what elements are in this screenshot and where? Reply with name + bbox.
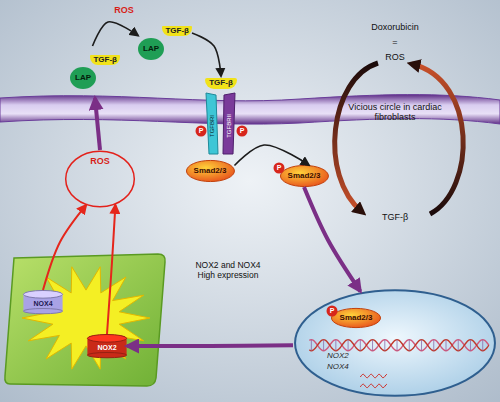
latent-tgfb-complex: TGF-βLAP <box>70 46 120 98</box>
phospho-mark: P <box>274 163 285 174</box>
dna-rung <box>348 340 349 351</box>
smad-protein: Smad2/3 <box>280 165 329 187</box>
cylinder-base <box>87 352 126 357</box>
phospho-mark: P <box>196 126 207 137</box>
cycle-term: ROS <box>385 52 405 62</box>
tgfb-ligand: TGF-β <box>202 76 240 91</box>
ros-outline <box>66 151 135 207</box>
burst-shape <box>22 267 150 369</box>
latent-tgfb-complex-text: TGF-β <box>90 55 120 66</box>
mrna-strand <box>360 384 387 387</box>
pathway-arrow <box>43 205 86 290</box>
dna-rung <box>446 340 447 351</box>
pathway-arrow <box>192 33 221 76</box>
dna-rung <box>421 340 422 351</box>
cycle-arrow <box>412 64 463 214</box>
cylinder-top <box>23 290 62 298</box>
nucleus-outline <box>293 288 497 398</box>
tgfb-ligand-label: TGF-β <box>205 78 237 89</box>
cycle-term: TGF-β <box>382 212 408 222</box>
smad-protein: Smad2/3 <box>186 160 235 182</box>
dna-rung <box>433 340 434 351</box>
smad-protein: Smad2/3 <box>331 308 381 328</box>
dna-rung <box>409 340 410 351</box>
dna-strand <box>309 340 489 351</box>
ros-cloud: ROS <box>65 150 135 208</box>
pathway-arrow <box>127 343 293 348</box>
smad-protein-label: Smad2/3 <box>194 167 227 176</box>
receptor-name: TGFBRI <box>209 115 216 137</box>
dna-rung <box>372 340 373 351</box>
nucleus-label: NOX4 <box>327 363 349 372</box>
smad-protein-label: Smad2/3 <box>340 314 373 323</box>
dna-rung <box>482 340 483 351</box>
pathway-arrow <box>304 187 360 291</box>
receptor-name: TGFBRII <box>226 114 233 138</box>
nox-enzyme: NOX4 <box>23 290 63 314</box>
pathway-arrow <box>93 22 139 46</box>
edge-label: NOX2 and NOX4 High expression <box>192 261 264 281</box>
pathway-arrow <box>107 205 115 334</box>
cycle-arrow <box>335 63 378 212</box>
dna-rung <box>335 340 336 351</box>
phospho-mark: P <box>327 306 338 317</box>
dna-rung <box>323 340 324 351</box>
dna-rung <box>311 340 312 351</box>
phospho-mark: P <box>237 126 248 137</box>
mrna-strand <box>360 374 387 377</box>
cylinder-base <box>23 308 62 313</box>
edge-label: ROS <box>114 5 134 15</box>
latent-tgfb-complex-text: LAP <box>138 38 164 60</box>
smad-ellipse <box>186 160 234 181</box>
latent-tgfb-complex: TGF-βLAP <box>138 18 192 68</box>
cell-membrane <box>0 95 500 124</box>
nox-enzyme-label: NOX4 <box>33 300 52 308</box>
dna-rung <box>397 340 398 351</box>
nox-enzyme: NOX2 <box>87 334 127 358</box>
receptor-subunit <box>223 93 235 154</box>
dna-rung <box>360 340 361 351</box>
pathway-arrow <box>234 145 308 166</box>
smad-ellipse <box>280 165 328 186</box>
mitochondrion <box>5 254 165 386</box>
nucleus: NOX2NOX4 Smad2/3 <box>293 288 497 398</box>
smad-ellipse <box>332 308 381 327</box>
smad-protein-label: Smad2/3 <box>288 172 321 181</box>
dna-rung <box>458 340 459 351</box>
nucleus-envelope <box>295 290 495 396</box>
dna-strand <box>309 340 489 351</box>
pathway-arrow <box>95 98 100 150</box>
nox-enzyme-label: NOX2 <box>97 344 116 352</box>
nucleus-label: NOX2 <box>327 352 349 361</box>
latent-tgfb-complex-text: TGF-β <box>162 26 192 37</box>
dna-rung <box>470 340 471 351</box>
cycle-caption: Vicious circle in cardiac fibroblasts <box>348 102 442 123</box>
drug-name: Doxorubicin <box>371 22 419 32</box>
receptor-subunit <box>206 93 218 154</box>
ros-cloud-label: ROS <box>90 157 110 167</box>
latent-tgfb-complex-text: LAP <box>70 67 96 89</box>
dna-rung <box>384 340 385 351</box>
equals-sign: = <box>392 37 397 47</box>
cylinder-top <box>87 334 126 342</box>
